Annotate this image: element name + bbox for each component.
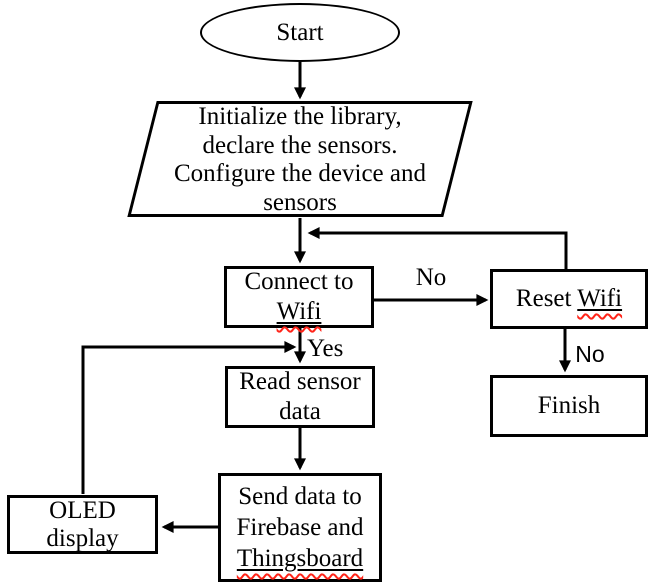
node-oled-line1: OLED — [49, 496, 116, 524]
node-connect-wifi: Connect to Wifi — [224, 266, 374, 328]
misspelled-word-thingsboard: Thingsboard — [236, 545, 364, 572]
node-read-sensor: Read sensor data — [225, 366, 375, 428]
edge-label-no-connect: No — [415, 264, 447, 291]
node-connect-wifi-line2: Wifi — [277, 297, 322, 327]
arrow-oled-loopback — [81, 341, 297, 494]
node-finish: Finish — [490, 375, 648, 437]
node-oled-line2: display — [46, 524, 119, 552]
node-init-line1: Initialize the library, — [198, 103, 402, 130]
node-init-line4: sensors — [263, 188, 337, 216]
node-send-data-line1: Send data to — [238, 483, 362, 510]
node-read-sensor-line1: Read sensor — [239, 368, 361, 395]
node-start: Start — [200, 3, 400, 62]
node-reset-wifi-label: Reset Wifi — [516, 284, 622, 314]
node-init: Initialize the library, declare the sens… — [142, 103, 458, 217]
node-reset-wifi: Reset Wifi — [490, 269, 648, 329]
node-read-sensor-line2: data — [279, 398, 321, 425]
misspelled-word-wifi: Wifi — [276, 298, 322, 325]
node-connect-wifi-line1: Connect to — [244, 268, 354, 295]
edge-label-no-reset: No — [575, 341, 605, 367]
node-init-line3: Configure the device and — [174, 160, 426, 187]
node-finish-label: Finish — [537, 392, 601, 419]
node-send-data: Send data to Firebase and Thingsboard — [218, 473, 382, 582]
node-send-data-line3: Thingsboard — [237, 543, 363, 574]
edge-label-yes: Yes — [307, 335, 344, 362]
node-send-data-line2: Firebase and — [236, 514, 364, 541]
node-reset-wifi-prefix: Reset — [515, 285, 578, 312]
arrow-reset-loopback — [307, 227, 568, 270]
node-init-line2: declare the sensors. — [202, 131, 398, 159]
node-oled-display: OLED display — [7, 495, 158, 554]
misspelled-word-wifi: Wifi — [577, 285, 623, 312]
node-start-label: Start — [276, 18, 324, 46]
